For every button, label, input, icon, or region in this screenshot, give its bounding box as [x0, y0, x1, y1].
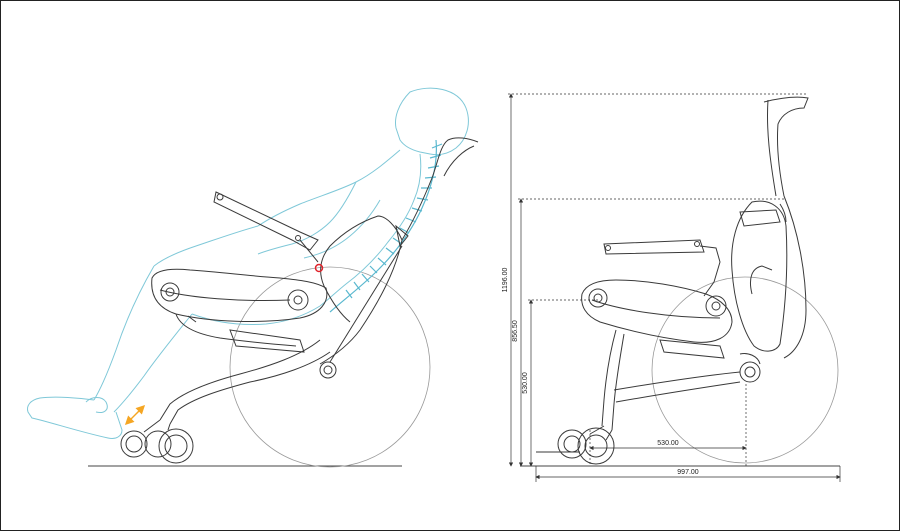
reclined-chair-view [27, 87, 479, 468]
human-figure-outline [27, 87, 469, 439]
dimension-lines [508, 93, 841, 482]
overall-height-label: 1196.00 [502, 268, 509, 293]
height-adjust-arrow [124, 404, 146, 426]
wheelbase-label: 530.00 [657, 440, 679, 447]
base-radius-circle [651, 276, 839, 464]
recline-arc-circle [229, 266, 431, 468]
recline-pivot-marker [314, 263, 324, 273]
overall-length-label: 997.00 [677, 469, 699, 476]
reclined-chair-frame [120, 137, 479, 464]
upright-chair-frame [536, 96, 809, 465]
armrest-height-label: 856.50 [512, 320, 519, 342]
upright-chair-view: 1196.00 856.50 530.00 530.00 997.00 [502, 93, 841, 482]
seat-height-label: 530.00 [522, 372, 529, 394]
